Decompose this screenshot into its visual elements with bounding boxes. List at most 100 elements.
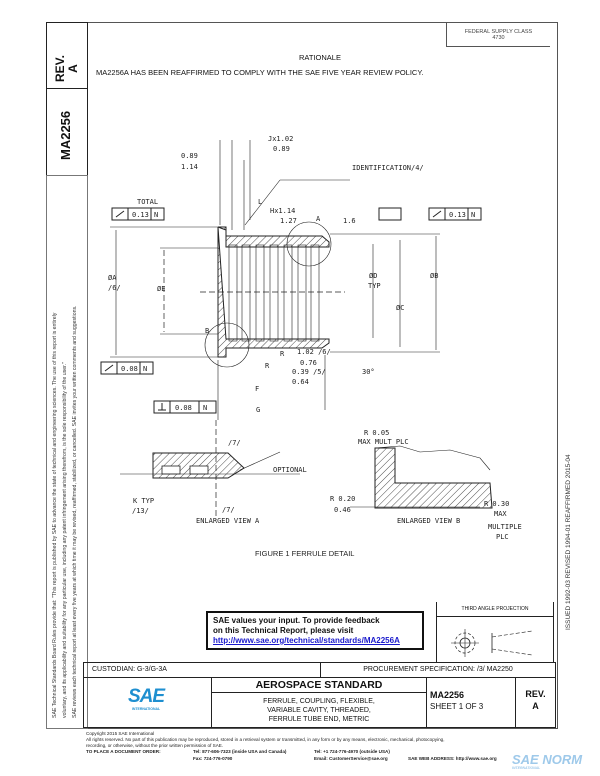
svg-text:N: N	[203, 404, 207, 412]
ferrule-section	[200, 221, 345, 368]
sheet-number: SHEET 1 OF 3	[430, 702, 484, 711]
footer: Copyright 2015 SAE International All rig…	[86, 731, 556, 763]
rationale-title: RATIONALE	[299, 53, 341, 62]
svg-text:N: N	[471, 211, 475, 219]
ferrule-grooves	[228, 244, 320, 342]
svg-text:ØA: ØA	[108, 274, 117, 282]
svg-text:B: B	[205, 327, 209, 335]
copyright: Copyright 2015 SAE International	[86, 731, 155, 736]
svg-text:F: F	[255, 385, 259, 393]
svg-text:MULTIPLE: MULTIPLE	[488, 523, 522, 531]
logo-cell: SAE INTERNATIONAL	[83, 677, 212, 728]
svg-text:R: R	[280, 350, 285, 358]
title-line-1: FERRULE, COUPLING, FLEXIBLE,	[263, 698, 375, 705]
supply-class-box: FEDERAL SUPPLY CLASS 4730	[446, 22, 550, 47]
feedback-line-2: on this Technical Report, please visit	[213, 626, 354, 635]
svg-text:1.14: 1.14	[181, 163, 198, 171]
projection-title: THIRD ANGLE PROJECTION	[437, 602, 553, 617]
svg-text:MAX: MAX	[494, 510, 507, 518]
fcf-perpendicularity: 0.08 N	[153, 400, 217, 414]
email: Email: CustomerService@sae.org	[314, 756, 388, 761]
tel-inside: Tel: 877-606-7323 (inside USA and Canada…	[193, 749, 287, 754]
svg-text:0.13: 0.13	[449, 211, 466, 219]
svg-text:/7/: /7/	[228, 439, 241, 447]
svg-text:L: L	[258, 198, 262, 206]
svg-text:N: N	[143, 365, 147, 373]
rights-text: All rights reserved. No part of this pub…	[86, 737, 445, 742]
svg-text:0.08: 0.08	[121, 365, 138, 373]
ferrule-drawing: 0.13 N 0.13 N 0.08 N 0.08 N Jx1.02 0.89 …	[100, 135, 522, 558]
watermark-logo: SAE NORM INTERNATIONAL	[512, 752, 583, 770]
sae-logo: SAE INTERNATIONAL	[128, 686, 165, 712]
enlarged-view-b: R 0.05 MAX MULT PLC R 0.20 0.46 R 0.30 M…	[330, 429, 522, 541]
svg-text:R 0.30: R 0.30	[484, 500, 509, 508]
svg-text:TOTAL: TOTAL	[137, 198, 158, 206]
svg-text:ENLARGED VIEW A: ENLARGED VIEW A	[196, 517, 260, 525]
svg-text:ØB: ØB	[430, 272, 438, 280]
svg-text:R 0.05: R 0.05	[364, 429, 389, 437]
svg-text:K TYP: K TYP	[133, 497, 154, 505]
svg-text:TYP: TYP	[368, 282, 381, 290]
figure-caption: FIGURE 1 FERRULE DETAIL	[255, 549, 354, 558]
rights-text-2: recording, or otherwise, without the pri…	[86, 743, 224, 748]
svg-text:ØD: ØD	[369, 272, 377, 280]
svg-text:/6/: /6/	[108, 284, 121, 292]
left-strip	[46, 175, 88, 729]
svg-text:R 0.20: R 0.20	[330, 495, 355, 503]
svg-text:30°: 30°	[362, 368, 375, 376]
fcf-total: 0.13 N	[111, 207, 165, 221]
supply-class-label: FEDERAL SUPPLY CLASS	[464, 29, 533, 35]
rev-value-bottom: A	[532, 701, 539, 711]
svg-text:IDENTIFICATION/4/: IDENTIFICATION/4/	[352, 164, 424, 172]
dimension-lines	[110, 140, 440, 420]
svg-text:0.46: 0.46	[334, 506, 351, 514]
svg-text:1.27: 1.27	[280, 217, 297, 225]
svg-text:N: N	[154, 211, 158, 219]
svg-text:0.08: 0.08	[175, 404, 192, 412]
title-line-2: VARIABLE CAVITY, THREADED,	[267, 707, 371, 714]
fcf-right: 0.13 N	[428, 207, 482, 221]
title-line-3: FERRULE TUBE END, METRIC	[268, 716, 370, 723]
drawing-labels: Jx1.02 0.89 0.89 1.14 IDENTIFICATION/4/ …	[108, 135, 438, 414]
doc-number: MA2256	[430, 690, 465, 700]
svg-text:PLC: PLC	[496, 533, 509, 541]
tel-outside: Tel: +1 724-776-4970 (outside USA)	[314, 749, 390, 754]
svg-text:ENLARGED VIEW B: ENLARGED VIEW B	[397, 517, 460, 525]
svg-text:ØE: ØE	[157, 285, 165, 293]
svg-text:/7/: /7/	[222, 506, 235, 514]
svg-text:Jx1.02: Jx1.02	[268, 135, 293, 143]
rationale-text: MA2256A HAS BEEN REAFFIRMED TO COMPLY WI…	[96, 68, 424, 77]
fax: Fax: 724-776-0790	[193, 756, 233, 761]
datum-n-box	[378, 207, 402, 221]
feedback-box: SAE values your input. To provide feedba…	[206, 611, 424, 650]
svg-text:OPTIONAL: OPTIONAL	[273, 466, 307, 474]
svg-text:/13/: /13/	[132, 507, 149, 515]
projection-box: THIRD ANGLE PROJECTION	[436, 602, 554, 662]
svg-text:1.02 /6/: 1.02 /6/	[297, 348, 331, 356]
feedback-link[interactable]: http://www.sae.org/technical/standards/M…	[213, 636, 400, 645]
svg-text:A: A	[316, 215, 321, 223]
svg-text:1.6: 1.6	[343, 217, 356, 225]
title-cell: FERRULE, COUPLING, FLEXIBLE, VARIABLE CA…	[211, 692, 427, 728]
svg-text:0.39 /5/: 0.39 /5/	[292, 368, 326, 376]
feedback-line-1: SAE values your input. To provide feedba…	[213, 616, 380, 625]
svg-text:0.64: 0.64	[292, 378, 309, 386]
standard-type-cell: AEROSPACE STANDARD	[211, 677, 427, 693]
custodian-cell: CUSTODIAN: G-3/G-3A	[83, 662, 321, 678]
svg-text:MAX MULT PLC: MAX MULT PLC	[358, 438, 409, 446]
svg-text:ØC: ØC	[396, 304, 404, 312]
svg-text:Hx1.14: Hx1.14	[270, 207, 295, 215]
procurement-cell: PROCUREMENT SPECIFICATION: /3/ MA2250	[320, 662, 556, 678]
svg-text:G: G	[256, 406, 260, 414]
third-angle-projection-icon	[451, 629, 533, 657]
svg-text:0.76: 0.76	[300, 359, 317, 367]
svg-text:0.89: 0.89	[273, 145, 290, 153]
supply-class-value: 4730	[492, 35, 505, 41]
web-address[interactable]: SAE WEB ADDRESS: http://www.sae.org	[408, 756, 497, 761]
rev-label-bottom: REV.	[525, 689, 546, 699]
doc-number-cell: MA2256 SHEET 1 OF 3	[426, 677, 516, 728]
svg-text:R: R	[265, 362, 270, 370]
order-label: TO PLACE A DOCUMENT ORDER:	[86, 749, 161, 754]
svg-text:0.13: 0.13	[132, 211, 149, 219]
rev-cell: REV. A	[515, 677, 556, 728]
